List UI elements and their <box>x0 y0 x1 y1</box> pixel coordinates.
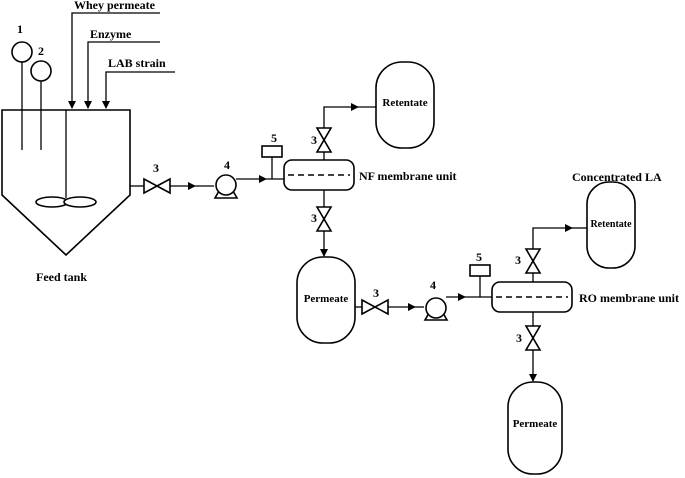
valve-feed-1-label: 3 <box>153 161 159 175</box>
feed-tank <box>1 109 131 257</box>
gauge-5-stage1 <box>261 145 283 179</box>
nf-membrane-unit <box>283 159 355 191</box>
valve-retentate-1 <box>315 127 333 153</box>
gauge-1-label: 1 <box>17 22 23 36</box>
gauge-5-stage2-label: 5 <box>476 250 482 264</box>
ro-unit-label: RO membrane unit <box>579 291 679 305</box>
valve-feed-2 <box>361 298 389 316</box>
gauge-2-label: 2 <box>38 44 44 58</box>
gauge-5-stage2 <box>469 264 491 297</box>
valve-retentate-1-label: 3 <box>311 133 317 147</box>
nf-unit-label: NF membrane unit <box>359 169 457 183</box>
ro-permeate-vessel <box>507 381 563 475</box>
feed-tank-label: Feed tank <box>36 270 87 284</box>
enzyme-label: Enzyme <box>90 27 132 41</box>
valve-permeate-1 <box>315 206 333 232</box>
whey-permeate-label: Whey permeate <box>74 0 156 12</box>
valve-feed-2-label: 3 <box>373 286 379 300</box>
nf-permeate-vessel <box>296 256 356 344</box>
valve-permeate-2-label: 3 <box>516 331 522 345</box>
nf-permeate-label: Permeate <box>304 293 349 305</box>
lab-strain-label: LAB strain <box>108 56 166 70</box>
ro-membrane-unit <box>491 281 573 313</box>
valve-permeate-2 <box>524 325 542 351</box>
lab-strain-inlet <box>102 71 175 109</box>
nf-retentate-label: Retentate <box>382 97 427 109</box>
valve-feed-1 <box>143 177 171 195</box>
valve-retentate-2 <box>524 248 542 274</box>
ro-retentate-vessel <box>586 181 636 269</box>
gauge-2 <box>30 60 52 150</box>
valve-retentate-2-label: 3 <box>515 253 521 267</box>
agitator-blade-right <box>63 196 97 208</box>
ro-retentate-pipe-b <box>532 224 573 249</box>
pump-2 <box>423 297 449 321</box>
pump-1-label: 4 <box>224 158 230 172</box>
enzyme-inlet <box>84 41 160 109</box>
gauge-2-dial <box>30 60 52 82</box>
nf-retentate-vessel <box>375 61 435 149</box>
valve-permeate-1-label: 3 <box>311 211 317 225</box>
concentrated-la-label: Concentrated LA <box>572 170 662 184</box>
gauge-1 <box>11 41 33 150</box>
whey-permeate-inlet <box>68 12 160 109</box>
ro-permeate-label: Permeate <box>513 418 558 430</box>
gauge-5-stage1-label: 5 <box>271 131 277 145</box>
ro-retentate-label: Retentate <box>590 219 632 230</box>
gauge-1-dial <box>11 41 33 63</box>
pump-2-label: 4 <box>430 278 436 292</box>
nf-retentate-pipe-b <box>323 103 359 128</box>
pump-1 <box>213 174 239 199</box>
